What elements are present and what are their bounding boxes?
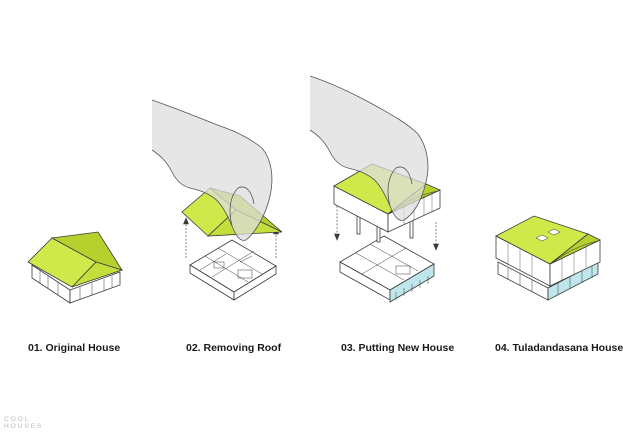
- step-3-label: 03. Putting New House: [341, 342, 455, 354]
- watermark-line-2: HOUSES: [4, 423, 44, 430]
- putting-new-house: [309, 75, 441, 303]
- hand-drawing-2: [309, 75, 429, 221]
- hand-drawing: [151, 99, 273, 241]
- floor-plan-glass: [339, 235, 435, 303]
- watermark-line-1: COOL: [4, 416, 31, 423]
- step-2-label: 02. Removing Roof: [186, 342, 282, 354]
- lower-arrows: [334, 206, 439, 251]
- watermark: COOL HOUSES: [4, 416, 43, 430]
- tuladandasana-house: [495, 215, 601, 301]
- step-1-label: 01. Original House: [28, 342, 121, 354]
- step-4-label: 04. Tuladandasana House: [495, 342, 623, 354]
- removing-roof: [151, 99, 283, 301]
- floor-plan: [189, 239, 277, 301]
- original-house: [27, 231, 124, 304]
